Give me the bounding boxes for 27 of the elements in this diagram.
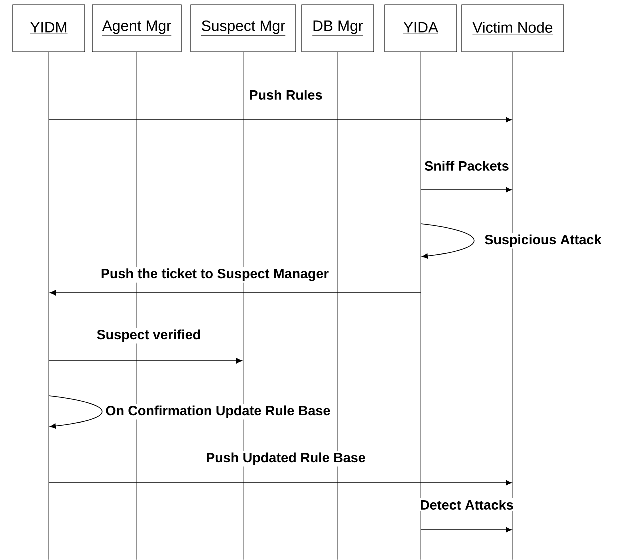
lifeline-header-box: Agent Mgr [92, 4, 182, 52]
edge-label: Suspect verified [95, 328, 203, 344]
edge-label: Push the ticket to Suspect Manager [99, 267, 331, 283]
lifeline [136, 52, 138, 560]
lifeline-header-box: Victim Node [462, 4, 564, 52]
lifeline [512, 52, 514, 560]
edge-label: Suspicious Attack [483, 233, 604, 249]
edge-label: Push Rules [248, 88, 324, 102]
lifeline-header-box: DB Mgr [302, 4, 374, 52]
message-arrow [50, 290, 422, 296]
edge-label: Sniff Packets [423, 160, 511, 172]
lifeline-header-box: Suspect Mgr [190, 4, 296, 52]
lifeline-header-box: YIDM [12, 4, 86, 52]
message-arrow [48, 396, 103, 429]
edge-label: Push Updated Rule Base [204, 451, 368, 467]
message-arrow [420, 187, 512, 193]
message-arrow [420, 527, 512, 533]
lifeline [243, 52, 244, 560]
message-arrow [48, 358, 242, 364]
edge-label: Detect Attacks [418, 498, 516, 512]
edge-label: On Confirmation Update Rule Base [104, 404, 332, 420]
message-arrow [48, 480, 512, 486]
lifeline [420, 52, 422, 560]
lifeline [48, 52, 50, 560]
message-arrow [420, 224, 475, 259]
lifeline-header-box: YIDA [384, 4, 458, 52]
message-arrow [48, 117, 512, 123]
